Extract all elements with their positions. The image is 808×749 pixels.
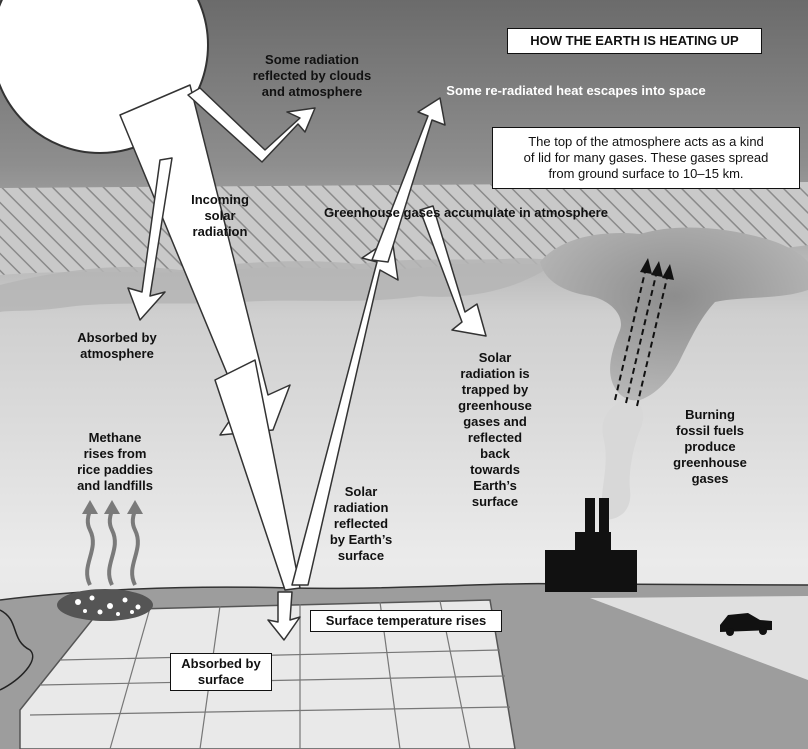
- landfill-texture: [75, 595, 141, 616]
- radiation-arrows: [119, 84, 487, 641]
- river: [0, 609, 34, 691]
- label-incoming: Incoming solar radiation: [191, 192, 249, 239]
- diagram-title: HOW THE EARTH IS HEATING UP: [507, 28, 762, 54]
- cloud-reflection-arrow: [187, 87, 316, 163]
- label-surface-temperature: Surface temperature rises: [310, 610, 502, 632]
- label-absorbed-atmosphere: Absorbed by atmosphere: [77, 330, 157, 361]
- factory: [545, 498, 637, 592]
- absorbed-atmosphere-arrow: [127, 157, 173, 321]
- car: [720, 613, 772, 636]
- label-reflected-earth: Solar radiation reflected by Earth’s sur…: [329, 484, 393, 563]
- label-methane: Methane rises from rice paddies and land…: [77, 430, 153, 493]
- field-lines: [29, 600, 511, 749]
- lid-note: The top of the atmosphere acts as a kind…: [492, 127, 800, 189]
- surface-arrow: [214, 359, 301, 591]
- smoke-cloud: [540, 227, 808, 401]
- smoke-column: [601, 400, 644, 520]
- label-burning-fuels: Burning fossil fuels produce greenhouse …: [673, 407, 747, 486]
- emission-arrows: [614, 271, 668, 407]
- label-absorbed-surface: Absorbed by surface: [170, 653, 272, 691]
- label-greenhouse-accumulate: Greenhouse gases accumulate in atmospher…: [324, 205, 608, 220]
- trapped-arrow: [419, 205, 487, 337]
- landfill-patch: [57, 589, 153, 621]
- earth-reflection-arrow: [291, 237, 399, 586]
- label-heat-escapes: Some re-radiated heat escapes into space: [446, 83, 706, 98]
- label-trapped: Solar radiation is trapped by greenhouse…: [458, 350, 532, 509]
- escape-arrow: [371, 97, 446, 263]
- absorbed-surface-arrow: [267, 591, 301, 641]
- label-reflected-clouds: Some radiation reflected by clouds and a…: [252, 52, 372, 99]
